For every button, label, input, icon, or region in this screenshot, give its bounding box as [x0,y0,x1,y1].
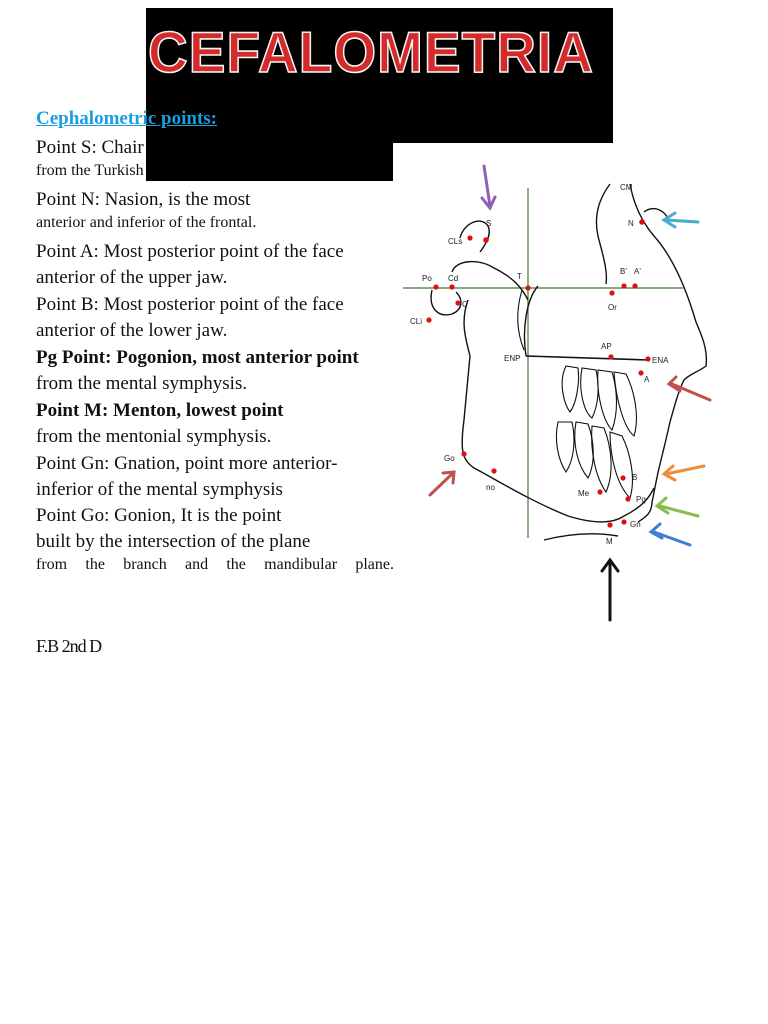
label-po: Po [422,274,432,283]
label-ena: ENA [652,356,669,365]
label-or: Or [608,303,617,312]
label-n: N [628,219,634,228]
text-line: Point B: Most posterior point of the fac… [36,294,344,315]
section-heading: Cephalometric points: [36,108,218,129]
landmark-labels: CM N S CLs Po Cd T B' A' Or CLi C ENP AP… [410,183,669,546]
label-b: B [632,473,637,482]
point-m [607,522,613,528]
label-cd: Cd [448,274,458,283]
text-line: Point S: Chair [36,137,144,158]
point-ena [645,356,651,362]
point-gn [621,519,627,525]
label-s: S [486,219,491,228]
word: from [36,556,68,573]
point-cli [426,317,432,323]
skull-outline [430,183,708,541]
title-banner-extension [146,143,393,181]
point-s [483,237,489,243]
point-pg [625,496,631,502]
arrow-orange-icon [661,464,706,482]
text-line: anterior of the lower jaw. [36,320,228,341]
point-or [609,290,615,296]
text-line: Point M: Menton, lowest point [36,400,284,421]
word: the [226,556,246,573]
label-enp: ENP [504,354,520,363]
palatal-plane-line [525,355,649,361]
arrow-red-right-icon [666,375,712,402]
arrow-purple-icon [480,164,497,211]
word: the [85,556,105,573]
point-no [491,468,497,474]
point-t [525,285,531,291]
text-line: Point A: Most posterior point of the fac… [36,241,344,262]
label-a-prime: A' [634,267,641,276]
text-line: Pg Point: Pogonion, most anterior point [36,347,359,368]
label-gn: Gn [630,520,641,529]
arrow-green-icon [654,496,700,518]
text-line: from the mental symphysis. [36,373,248,394]
text-line: Point Gn: Gnation, point more anterior- [36,453,338,474]
label-me: Me [578,489,590,498]
point-ap [608,354,614,360]
cephalometric-diagram: CM N S CLs Po Cd T B' A' Or CLi C ENP AP… [403,164,712,622]
word: and [184,556,209,573]
point-a [638,370,644,376]
label-cli: CLi [410,317,422,326]
label-ap: AP [601,342,612,351]
text-line: built by the intersection of the plane [36,531,311,552]
label-cls: CLs [448,237,462,246]
label-pg: Pg [636,495,646,504]
text-line: from the mentonial symphysis. [36,426,272,447]
label-c: C [462,300,468,309]
point-b [620,475,626,481]
label-t: T [517,272,522,281]
text-line: inferior of the mental symphysis [36,479,283,500]
text-line: anterior of the upper jaw. [36,267,228,288]
text-line: anterior and inferior of the frontal. [36,214,257,231]
point-cls [467,235,473,241]
point-c [455,300,461,306]
teeth [517,289,637,500]
text-line: from the Turkish [36,162,144,179]
page-title: CEFALOMETRIA [147,19,594,86]
point-n [639,219,645,225]
point-po [433,284,439,290]
point-a-prime [632,283,638,289]
label-a: A [644,375,650,384]
label-b-prime: B' [620,267,627,276]
word: mandibular [264,556,338,573]
footer-note: F.B 2nd D [36,636,102,656]
label-no: no [486,483,495,492]
pointer-arrows [428,164,712,622]
point-cd [449,284,455,290]
point-b-prime [621,283,627,289]
label-go: Go [444,454,455,463]
text-line: Point Go: Gonion, It is the point [36,505,282,526]
arrow-blue-icon [648,522,692,547]
word: branch [123,556,167,573]
arrow-black-up-icon [600,557,620,622]
arrow-cyan-icon [661,211,700,229]
point-me [597,489,603,495]
point-go [461,451,467,457]
word: plane. [355,556,394,573]
text-line: Point N: Nasion, is the most [36,189,251,210]
landmark-points [426,219,651,528]
arrow-red-left-icon [428,470,456,497]
label-cm: CM [620,183,633,192]
label-m: M [606,537,613,546]
title-banner [146,8,613,143]
justified-line: from the branch and the mandibular plane… [36,557,394,573]
